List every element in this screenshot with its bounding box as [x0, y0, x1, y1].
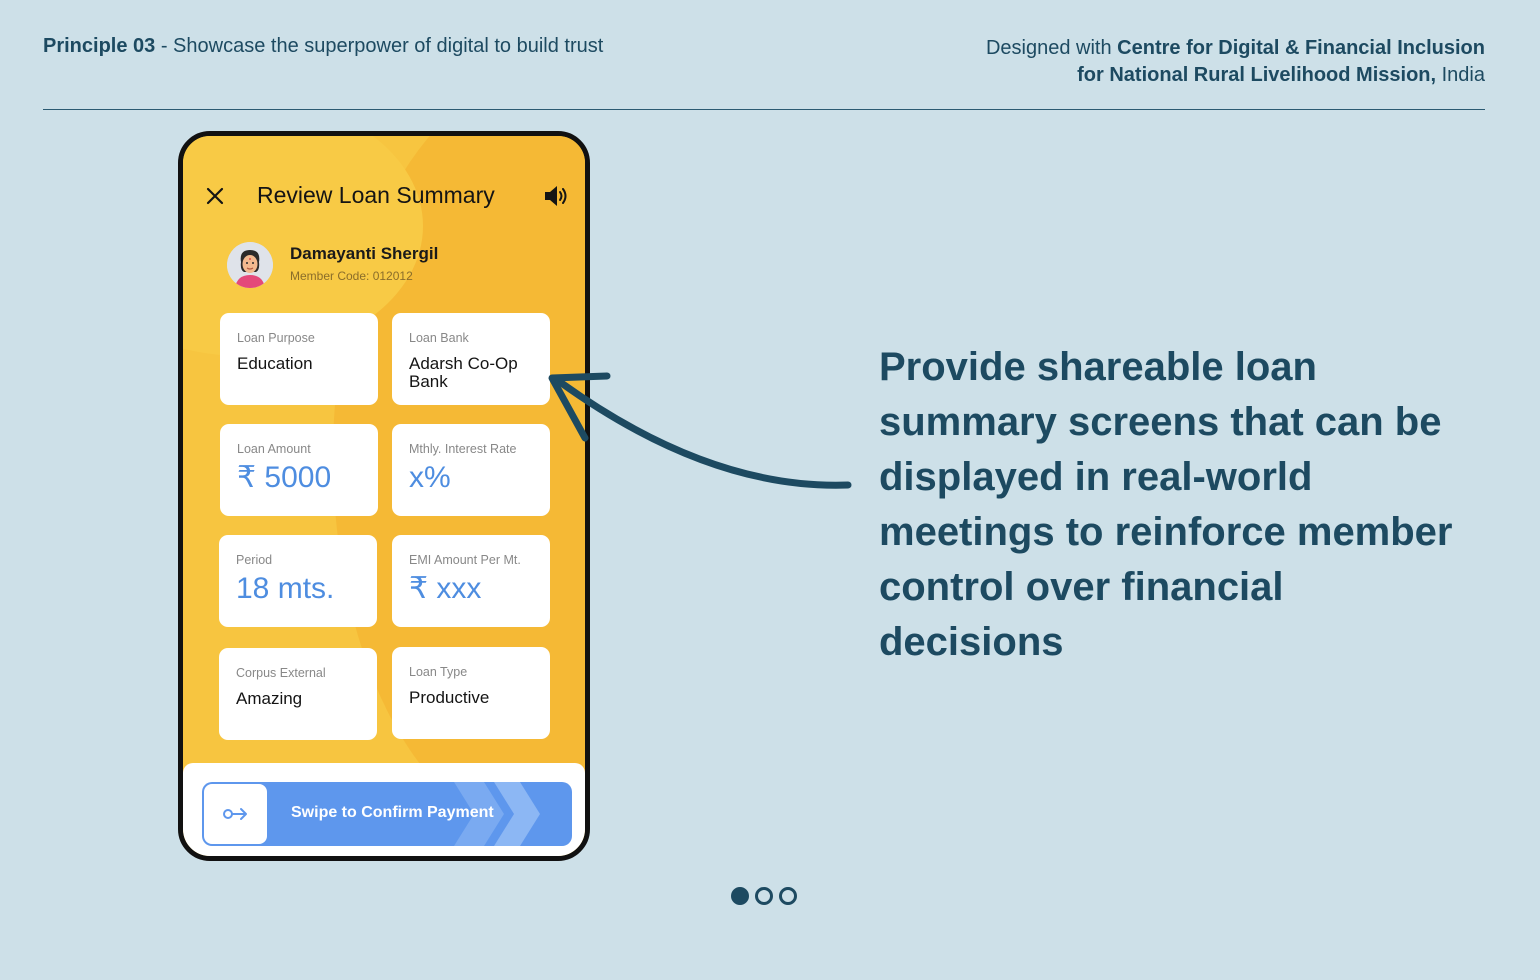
card-corpus-external: Corpus External Amazing: [219, 648, 377, 740]
header-left: Principle 03 - Showcase the superpower o…: [43, 35, 603, 58]
app-top-bar: Review Loan Summary: [183, 176, 585, 216]
card-label: Mthly. Interest Rate: [409, 442, 517, 456]
header-right: Designed with Centre for Digital & Finan…: [986, 35, 1485, 89]
pagination-dot-3[interactable]: [779, 887, 797, 905]
phone-mockup: Review Loan Summary Damayanti Shergil Me…: [178, 131, 590, 861]
chevron-right-icon: [494, 782, 540, 846]
screen-title: Review Loan Summary: [257, 182, 495, 208]
designed-with-prefix: Designed with: [985, 37, 1118, 59]
headline: Provide shareable loan summary screens t…: [879, 345, 1453, 664]
partner-line1: Centre for Digital & Financial Inclusion: [1117, 37, 1485, 59]
card-label: Loan Amount: [237, 442, 311, 456]
chevron-right-icon: [454, 782, 504, 846]
swipe-to-confirm-button[interactable]: Swipe to Confirm Payment: [202, 782, 572, 846]
pagination-dots: [731, 887, 797, 905]
speaker-icon[interactable]: [543, 184, 569, 208]
pagination-dot-1[interactable]: [731, 887, 749, 905]
partner-line2: for National Rural Livelihood Mission,: [1077, 64, 1437, 86]
card-period: Period 18 mts.: [219, 535, 377, 627]
card-label: EMI Amount Per Mt.: [409, 553, 521, 567]
pagination-dot-2[interactable]: [755, 887, 773, 905]
swipe-label: Swipe to Confirm Payment: [291, 804, 494, 821]
card-emi-amount: EMI Amount Per Mt. ₹ xxx: [392, 535, 550, 627]
card-value: ₹ xxx: [409, 572, 482, 605]
partner-country: India: [1436, 64, 1485, 86]
principle-label: Principle 03: [43, 35, 156, 57]
card-value: 18 mts.: [236, 572, 335, 605]
card-label: Loan Bank: [409, 331, 469, 345]
card-value: Education: [237, 354, 313, 373]
avatar: [227, 242, 273, 288]
close-icon[interactable]: [205, 186, 225, 206]
card-loan-amount: Loan Amount ₹ 5000: [220, 424, 378, 516]
card-value: Amazing: [236, 689, 303, 708]
card-label: Corpus External: [236, 666, 326, 680]
card-loan-type: Loan Type Productive: [392, 647, 550, 739]
member-code: Member Code: 012012: [290, 269, 413, 283]
avatar-illustration: [227, 242, 273, 288]
principle-text: - Showcase the superpower of digital to …: [155, 35, 604, 57]
member-name: Damayanti Shergil: [290, 244, 439, 263]
card-label: Loan Type: [409, 665, 468, 679]
swipe-arrow-icon: [222, 808, 247, 820]
swipe-handle[interactable]: [204, 784, 267, 844]
card-value: Adarsh Co-Op Bank: [409, 354, 518, 391]
card-interest-rate: Mthly. Interest Rate x%: [392, 424, 550, 516]
card-label: Loan Purpose: [237, 331, 315, 345]
bottom-action-panel: Swipe to Confirm Payment: [183, 763, 585, 856]
pointer-arrow: [548, 372, 852, 489]
header-divider: [43, 109, 1485, 110]
card-loan-purpose: Loan Purpose Education: [220, 313, 378, 405]
card-loan-bank: Loan Bank Adarsh Co-Op Bank: [392, 313, 550, 405]
card-value: x%: [409, 461, 451, 494]
card-value: ₹ 5000: [237, 461, 332, 494]
card-label: Period: [236, 553, 273, 567]
card-value: Productive: [409, 688, 490, 707]
